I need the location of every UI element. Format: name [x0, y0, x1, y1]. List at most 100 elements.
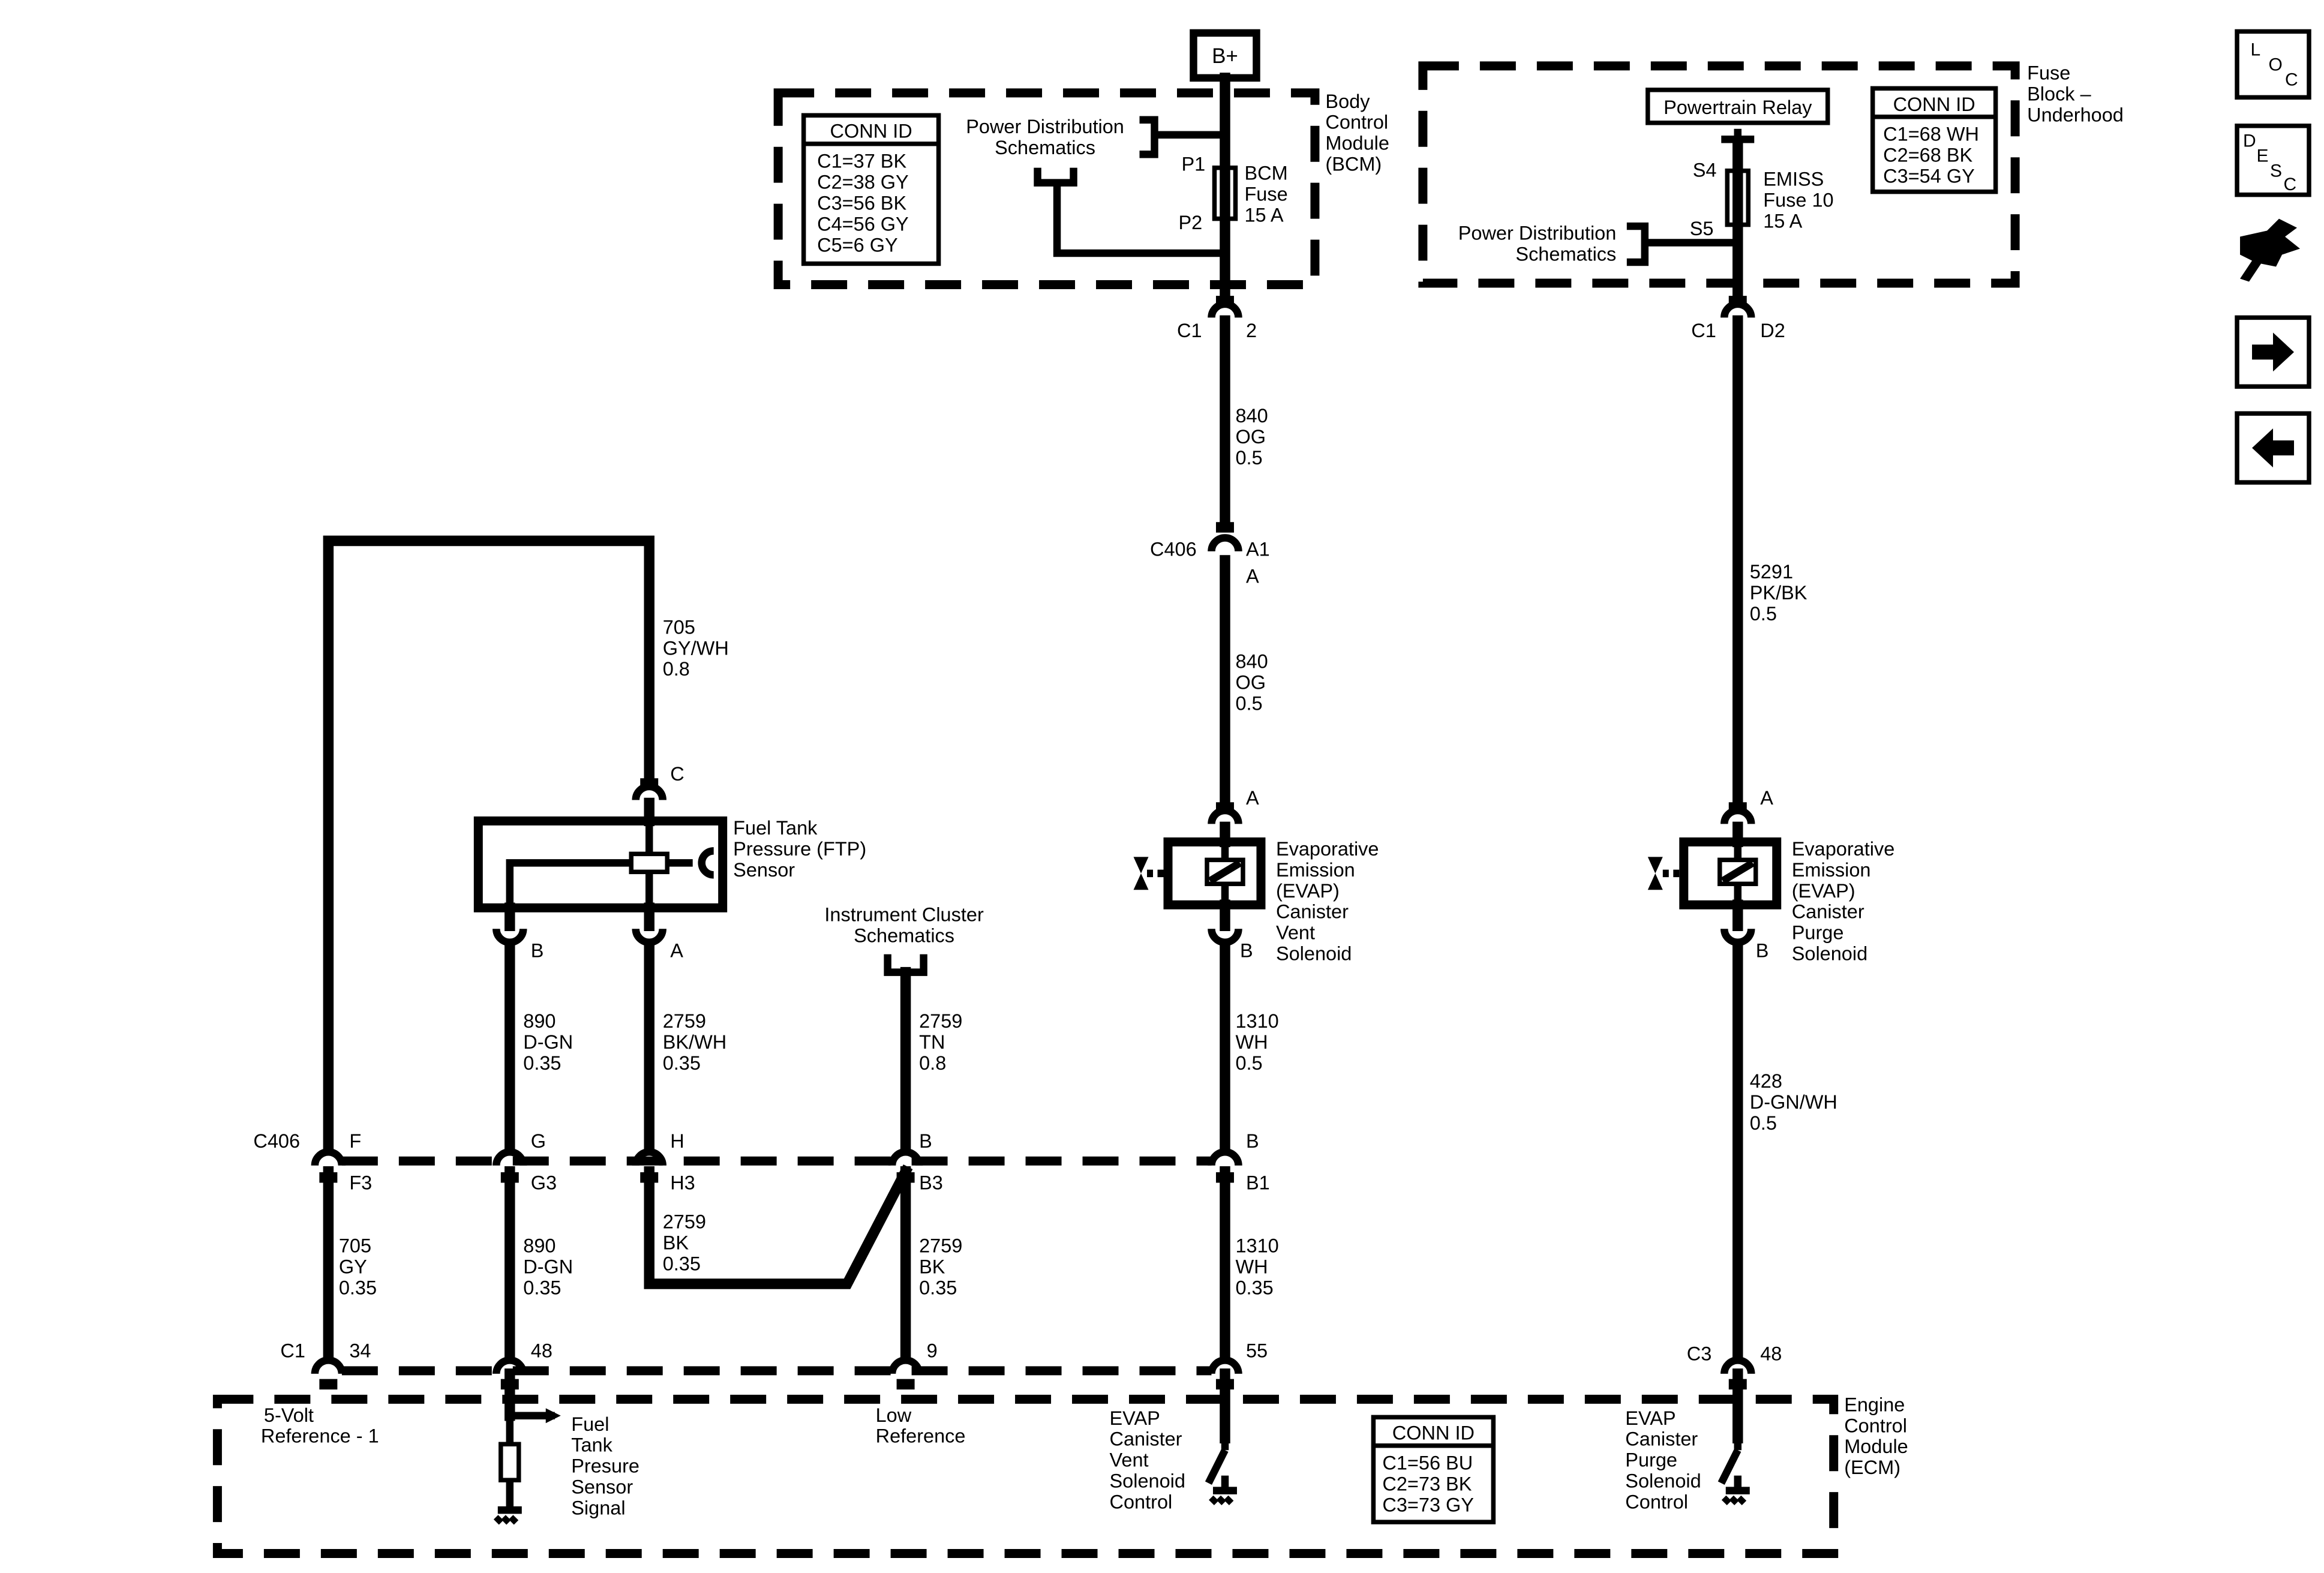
svg-text:CONN ID: CONN ID [1893, 94, 1975, 115]
loc-button[interactable]: L O C [2235, 29, 2311, 100]
vent-driver-switch-icon [1205, 1438, 1237, 1506]
svg-text:Reference - 1: Reference - 1 [261, 1425, 379, 1447]
ecm-purge-control-label: EVAP Canister Purge Solenoid Control [1625, 1407, 1701, 1513]
svg-text:C1: C1 [1177, 320, 1202, 341]
svg-text:1310: 1310 [1235, 1235, 1278, 1257]
ecm-ftp-signal-label: Fuel Tank Presure Sensor Signal [571, 1413, 639, 1519]
svg-text:0.35: 0.35 [339, 1277, 377, 1299]
loc-icon: L O C [2251, 40, 2298, 89]
svg-text:Block –: Block – [2027, 83, 2091, 104]
svg-text:Fuse: Fuse [1244, 184, 1287, 205]
svg-text:Solenoid: Solenoid [1625, 1470, 1701, 1492]
svg-text:C1=68 WH: C1=68 WH [1883, 124, 1979, 145]
purge-driver-switch-icon [1718, 1438, 1750, 1506]
svg-text:C1: C1 [280, 1340, 305, 1361]
svg-text:Tank: Tank [571, 1434, 612, 1456]
svg-text:PK/BK: PK/BK [1750, 582, 1807, 604]
svg-text:C3=56 BK: C3=56 BK [817, 193, 906, 214]
svg-text:GY: GY [339, 1256, 367, 1278]
svg-text:Purge: Purge [1792, 922, 1844, 944]
svg-text:C1=56 BU: C1=56 BU [1382, 1452, 1473, 1474]
svg-text:428: 428 [1750, 1070, 1782, 1092]
fuse-block-name: Fuse Block – Underhood [2027, 62, 2124, 125]
svg-text:2759: 2759 [919, 1010, 962, 1032]
ecm-conn-id-table: CONN ID C1=56 BU C2=73 BK C3=73 GY [1371, 1415, 1496, 1524]
svg-text:Module: Module [1844, 1436, 1908, 1457]
ecm-5v-reference-label: 5-Volt Reference - 1 [261, 1404, 379, 1447]
signal-arrow-icon [545, 1408, 561, 1424]
svg-text:Module: Module [1325, 133, 1389, 154]
svg-text:BCM: BCM [1244, 163, 1287, 184]
bcm-module: Body Control Module (BCM) CONN ID C1=37 … [773, 88, 1389, 289]
svg-text:0.8: 0.8 [663, 658, 690, 680]
svg-text:BK: BK [919, 1256, 945, 1278]
nav-buttons: L O C D E S C [2235, 29, 2311, 485]
svg-text:C: C [670, 763, 684, 785]
svg-text:2: 2 [1246, 320, 1257, 341]
powertrain-relay-label: Powertrain Relay [1664, 97, 1812, 118]
svg-text:Fuse: Fuse [2027, 62, 2070, 83]
bplus-terminal: B+ [1190, 29, 1260, 82]
svg-text:BK/WH: BK/WH [663, 1031, 726, 1053]
back-page-button[interactable] [2235, 411, 2311, 485]
svg-text:EMISS: EMISS [1763, 169, 1824, 190]
evap-purge-solenoid: Evaporative Emission (EVAP) Canister Pur… [1647, 837, 1895, 965]
vent-solenoid-name: Evaporative Emission (EVAP) Canister Ven… [1276, 838, 1379, 965]
svg-text:840: 840 [1235, 405, 1268, 427]
svg-text:Evaporative: Evaporative [1792, 838, 1895, 860]
bcm-power-distribution-ref[interactable]: Power Distribution Schematics [966, 116, 1124, 158]
svg-text:D: D [2243, 131, 2256, 151]
svg-text:0.35: 0.35 [919, 1277, 957, 1299]
instrument-cluster-ref[interactable]: Instrument Cluster Schematics [824, 904, 984, 976]
ecm-low-reference-label: Low Reference [876, 1404, 966, 1447]
svg-text:Power Distribution: Power Distribution [966, 116, 1124, 137]
svg-text:Solenoid: Solenoid [1110, 1470, 1185, 1492]
svg-text:Presure: Presure [571, 1455, 639, 1477]
svg-text:OG: OG [1235, 426, 1266, 448]
svg-text:Control: Control [1110, 1491, 1173, 1513]
svg-text:WH: WH [1235, 1031, 1268, 1053]
svg-text:Signal: Signal [571, 1497, 625, 1519]
svg-text:C: C [2285, 70, 2298, 89]
svg-text:O: O [2269, 55, 2283, 74]
svg-text:F3: F3 [349, 1172, 372, 1194]
svg-text:Canister: Canister [1792, 901, 1864, 923]
back-arrow-icon [2252, 428, 2295, 468]
purge-solenoid-name: Evaporative Emission (EVAP) Canister Pur… [1792, 838, 1895, 965]
svg-text:Emission: Emission [1792, 859, 1871, 881]
desc-button[interactable]: D E S C [2235, 124, 2311, 197]
svg-text:0.35: 0.35 [663, 1052, 701, 1074]
svg-text:0.35: 0.35 [1235, 1277, 1273, 1299]
svg-text:H: H [670, 1130, 684, 1152]
svg-text:0.5: 0.5 [1750, 603, 1777, 625]
bcm-name: Body Control Module (BCM) [1325, 91, 1389, 175]
bcm-conn-title: CONN ID [830, 121, 912, 142]
connector-symbols [311, 296, 1755, 1390]
svg-text:C5=6 GY: C5=6 GY [817, 235, 898, 256]
svg-text:D-GN: D-GN [523, 1031, 573, 1053]
svg-text:0.35: 0.35 [663, 1253, 701, 1275]
svg-text:(ECM): (ECM) [1844, 1457, 1900, 1478]
svg-text:D-GN/WH: D-GN/WH [1750, 1091, 1837, 1113]
svg-text:Power Distribution: Power Distribution [1458, 223, 1617, 244]
ecm-name: Engine Control Module (ECM) [1844, 1394, 1908, 1478]
svg-text:Control: Control [1325, 112, 1388, 133]
svg-text:WH: WH [1235, 1256, 1268, 1278]
fuse-block-power-distribution-ref[interactable]: Power Distribution Schematics [1458, 223, 1617, 265]
svg-text:CONN ID: CONN ID [1392, 1422, 1475, 1444]
fuse-s4: S4 [1693, 160, 1717, 181]
svg-text:(BCM): (BCM) [1325, 154, 1382, 175]
next-page-button[interactable] [2235, 315, 2311, 389]
svg-text:Fuel: Fuel [571, 1413, 609, 1435]
harness-button[interactable] [2240, 218, 2301, 282]
svg-text:Control: Control [1625, 1491, 1688, 1513]
svg-text:(EVAP): (EVAP) [1276, 880, 1340, 902]
svg-text:B: B [1240, 940, 1253, 962]
svg-text:Sensor: Sensor [571, 1476, 633, 1498]
